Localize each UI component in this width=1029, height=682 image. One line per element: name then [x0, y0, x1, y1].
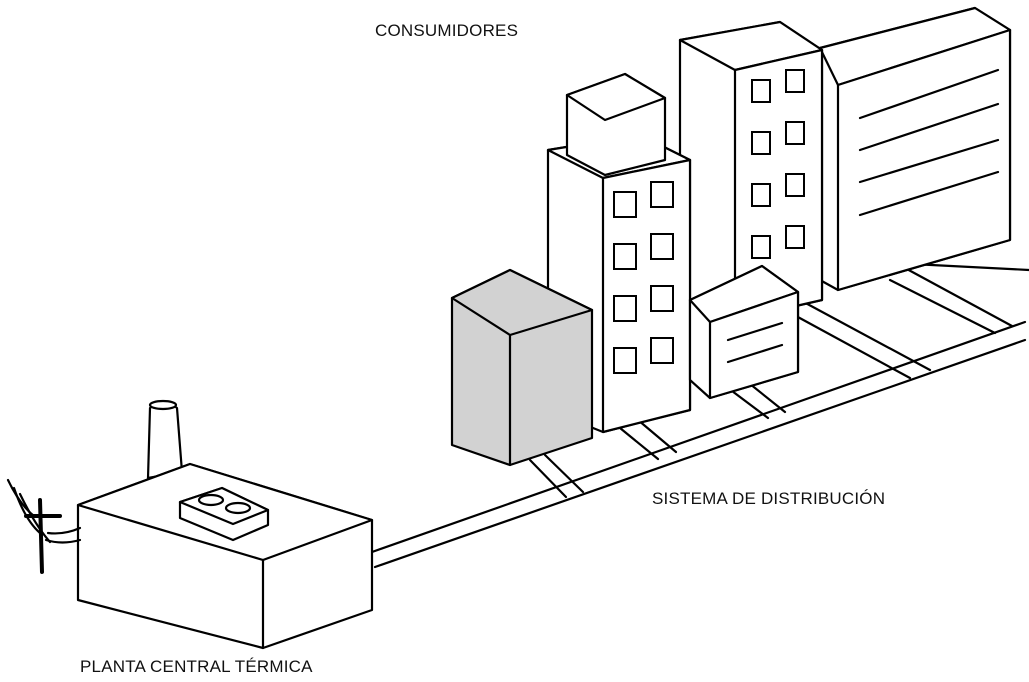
- shaded-building: [450, 268, 594, 467]
- distribution-system-label: SISTEMA DE DISTRIBUCIÓN: [652, 489, 886, 508]
- chimney-icon: [146, 400, 184, 480]
- distribution-pipes: [370, 262, 1029, 569]
- central-plant-label: PLANTA CENTRAL TÉRMICA: [80, 657, 313, 676]
- low-building-striped: [688, 264, 800, 400]
- tower-back-windows: [751, 69, 805, 259]
- power-pole-icon: [6, 478, 82, 574]
- power-plant: [76, 399, 374, 650]
- office-building-striped: [818, 6, 1012, 292]
- tower-front-windows: [613, 181, 674, 374]
- consumers-label: CONSUMIDORES: [375, 21, 519, 40]
